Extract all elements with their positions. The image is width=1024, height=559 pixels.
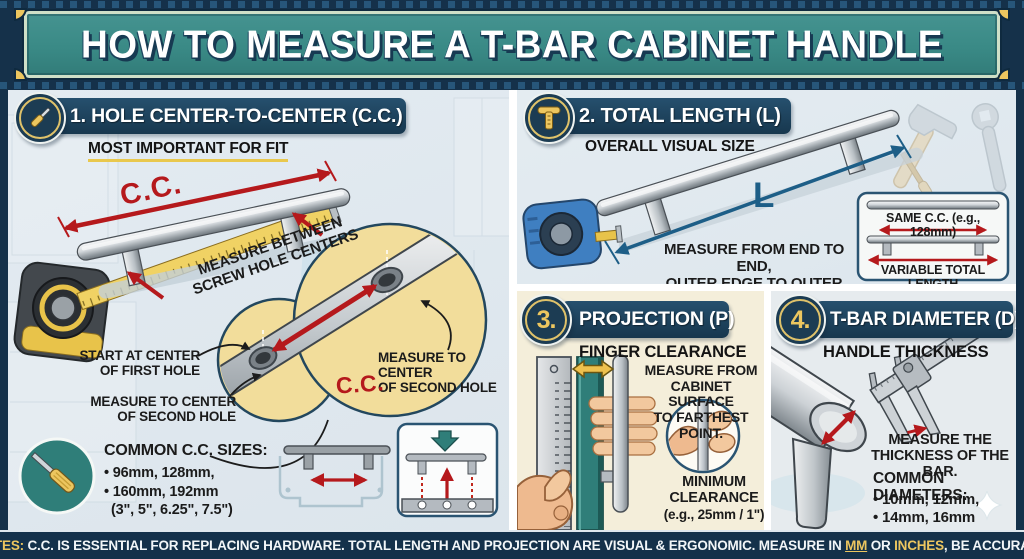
diameter-note: MEASURE THE THICKNESS OF THE BAR. <box>871 432 1009 481</box>
length-illustration <box>522 103 1010 282</box>
hand <box>517 469 574 530</box>
projection-arrow <box>571 359 615 379</box>
step4-subtitle: HANDLE THICKNESS <box>823 343 989 361</box>
inset-variable-length-label: VARIABLE TOTAL LENGTH <box>880 263 986 284</box>
step3-heading: PROJECTION (P) <box>561 301 735 338</box>
stitch-border-bottom <box>0 82 1024 89</box>
step1-heading: 1. HOLE CENTER-TO-CENTER (C.C.) <box>48 98 406 134</box>
projection-illustration <box>517 354 741 530</box>
callout-second-hole-right: MEASURE TO CENTER OF SECOND HOLE <box>378 350 497 396</box>
common-sizes-line: • 160mm, 192mm <box>104 484 219 500</box>
callout-second-hole-left: MEASURE TO CENTER OF SECOND HOLE <box>90 394 236 425</box>
cc-illustration <box>8 97 509 518</box>
projection-note: MEASURE FROM CABINET SURFACE TO FARTHEST… <box>644 362 758 441</box>
stitch-border-top <box>0 1 1024 8</box>
clearance-inset <box>665 398 741 474</box>
screwdriver-circle-icon <box>18 437 96 515</box>
diameter-arrow <box>821 410 856 445</box>
screwdriver-icon <box>30 107 51 128</box>
panel-hole-center-to-center: 1. HOLE CENTER-TO-CENTER (C.C.) MOST IMP… <box>8 90 509 530</box>
length-inset-box <box>856 191 1010 282</box>
length-dimension-arrow <box>604 134 912 265</box>
tape-measure-blue <box>522 198 623 270</box>
notes-unit-mm: MM <box>845 538 868 553</box>
mini-diagram-cc <box>278 445 391 508</box>
callout-connectors <box>197 300 452 469</box>
diameters-line: • 14mm, 16mm <box>873 509 976 526</box>
arrow-to-second-post <box>291 212 324 237</box>
mini-diagram-mounting <box>396 422 499 518</box>
notes-conjunction: OR <box>867 538 895 553</box>
step2-subtitle: OVERALL VISUAL SIZE <box>585 138 755 155</box>
notes-suffix: , BE ACCURATE! <box>943 538 1024 553</box>
length-note: MEASURE FROM END TO END, OUTER EDGE TO O… <box>663 241 845 284</box>
notes-prefix: NOTES: <box>0 538 24 553</box>
step3-badge: 3. <box>520 294 572 346</box>
common-sizes-line: • 96mm, 128mm, <box>104 465 215 481</box>
notes-body: C.C. IS ESSENTIAL FOR REPLACING HARDWARE… <box>23 538 846 553</box>
length-dimension-label: L <box>753 176 775 215</box>
arrow-to-first-post <box>126 271 165 300</box>
screw-hole-magnifier <box>216 222 488 423</box>
clearance-example: (e.g., 25mm / 1") <box>663 507 764 522</box>
step1-subtitle: MOST IMPORTANT FOR FIT <box>88 140 288 162</box>
vertical-handle <box>600 354 629 513</box>
diameter-illustration <box>771 307 1006 530</box>
t-bar-icon <box>537 106 561 130</box>
footer-notes: NOTES: C.C. IS ESSENTIAL FOR REPLACING H… <box>0 530 1024 559</box>
page-title: HOW TO MEASURE A T-BAR CABINET HANDLE <box>81 22 943 66</box>
step2-heading: 2. TOTAL LENGTH (L) <box>557 98 791 134</box>
sparkle <box>971 490 1003 521</box>
step4-heading: T-BAR DIAMETER (D) <box>815 301 1016 338</box>
step4-number: 4. <box>790 305 811 334</box>
panel-projection: 3. PROJECTION (P) FINGER CLEARANCE MEASU… <box>517 291 764 530</box>
panel-total-length: 2. TOTAL LENGTH (L) OVERALL VISUAL SIZE … <box>517 90 1016 284</box>
notes-unit-inches: INCHES <box>894 538 944 553</box>
panel-tbar-diameter: 4. T-BAR DIAMETER (D) HANDLE THICKNESS M… <box>771 291 1016 530</box>
callout-first-hole: START AT CENTER OF FIRST HOLE <box>79 348 201 379</box>
step2-badge <box>523 92 575 144</box>
inset-same-cc-label: SAME C.C. (e.g., 128mm) <box>885 211 981 239</box>
cc-dimension-arrow <box>57 160 337 238</box>
step4-badge: 4. <box>774 294 826 346</box>
cc-dimension-label-2: C.C. <box>335 369 385 399</box>
corner-ornament <box>997 68 1010 81</box>
title-plaque: HOW TO MEASURE A T-BAR CABINET HANDLE <box>24 11 1000 78</box>
panels-grid: 1. HOLE CENTER-TO-CENTER (C.C.) MOST IMP… <box>8 90 1016 530</box>
step3-subtitle: FINGER CLEARANCE <box>579 343 747 361</box>
minimum-clearance-label: MINIMUM CLEARANCE <box>669 474 759 507</box>
diameters-title: COMMON DIAMETERS: <box>873 470 968 505</box>
common-sizes-line: (3", 5", 6.25", 7.5") <box>111 502 233 518</box>
diameters-line: • 10mm, 12mm, <box>873 491 980 508</box>
step3-number: 3. <box>536 305 557 334</box>
title-banner: HOW TO MEASURE A T-BAR CABINET HANDLE <box>0 0 1024 90</box>
step1-badge <box>14 92 66 144</box>
t-bar-end <box>771 327 867 530</box>
common-sizes-title: COMMON C.C. SIZES: <box>104 442 268 459</box>
